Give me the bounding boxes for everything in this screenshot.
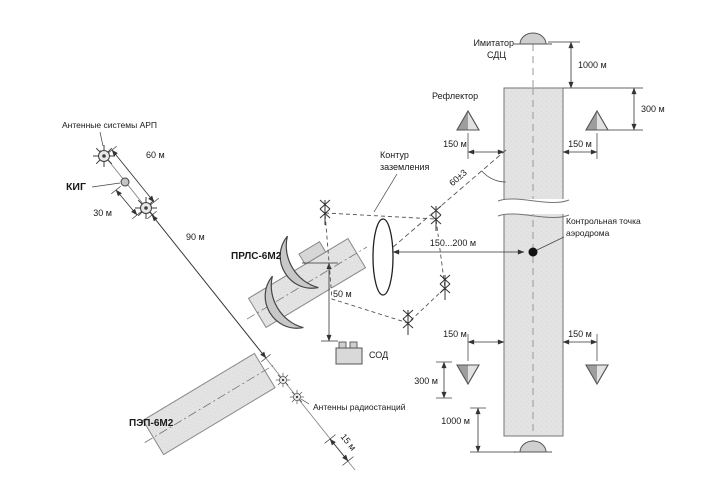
dim-30m: 30 м — [93, 185, 142, 220]
radio-antenna-icon-1 — [275, 372, 291, 388]
arp-leader-line — [99, 131, 104, 147]
grounding-label-line1: Контур — [380, 150, 409, 160]
dim-150m-top-right-label: 150 м — [568, 139, 592, 149]
mast-icon-1 — [319, 199, 331, 226]
control-point-label-line1: Контрольная точка — [566, 216, 641, 226]
imitator-label-line1: Имитатор — [473, 38, 514, 48]
dim-15m: 15 м — [324, 432, 358, 466]
reflector-label: Рефлектор — [432, 91, 478, 101]
mast-icon-4 — [402, 309, 414, 336]
dim-1000m-top-label: 1000 м — [578, 60, 607, 70]
arp-antenna-icon-2 — [134, 196, 158, 220]
prls-building — [246, 237, 368, 329]
dim-150m-bottom-right: 150 м — [562, 329, 598, 361]
airfield-control-point-dot — [528, 247, 538, 257]
dim-1000m-bottom: 1000 м — [441, 407, 516, 453]
dim-300m-bottom-label: 300 м — [414, 376, 438, 386]
radio-antennas-leader — [300, 398, 310, 405]
dim-150m-top-left: 150 м — [443, 133, 505, 159]
dim-90m: 90 м — [147, 210, 271, 363]
control-point-leader — [536, 236, 565, 251]
imitator-label-line2: СДЦ — [487, 50, 506, 60]
dim-1000m-bottom-label: 1000 м — [441, 416, 470, 426]
kig-label: КИГ — [66, 181, 86, 193]
sdc-imitator-top-icon — [514, 32, 552, 45]
mast-icon-3 — [439, 274, 451, 301]
prls-label: ПРЛС-6М2 — [231, 251, 282, 262]
sod-label: СОД — [369, 350, 388, 360]
dim-1000m-top: 1000 м — [548, 41, 643, 89]
dim-50m: 50 м — [302, 262, 358, 342]
sdc-imitator-bottom-icon — [514, 440, 552, 453]
radio-antennas-label: Антенны радиостанций — [313, 402, 406, 412]
control-point-label-line2: аэродрома — [566, 228, 610, 238]
reflector-icon-top-left — [456, 110, 480, 131]
pep-label: ПЭП-6М2 — [129, 418, 174, 429]
grounding-label-line2: заземления — [380, 162, 430, 172]
reflector-icon-bottom-left — [456, 364, 480, 385]
reflector-icon-top-right — [585, 110, 609, 131]
dim-15m-label: 15 м — [339, 432, 358, 453]
dim-50m-label: 50 м — [333, 289, 352, 299]
angle-60-label: 60±3 — [447, 167, 469, 188]
antenna-screen-ellipse — [372, 218, 394, 296]
dim-150-200m: 150...200 м — [392, 237, 525, 255]
dim-150m-bottom-left: 150 м — [443, 329, 505, 361]
dim-300m-bottom: 300 м — [414, 361, 452, 399]
dim-150m-bottom-left-label: 150 м — [443, 329, 467, 339]
dim-300m-top-label: 300 м — [641, 104, 665, 114]
arp-systems-label: Антенные системы АРП — [62, 120, 157, 130]
grounding-leader — [373, 173, 398, 213]
dim-150m-top-left-label: 150 м — [443, 139, 467, 149]
pep-building — [142, 352, 276, 456]
reflector-icon-bottom-right — [585, 364, 609, 385]
arp-antenna-icon-1 — [92, 144, 116, 168]
radio-antenna-icon-2 — [289, 389, 305, 405]
dim-90m-label: 90 м — [186, 232, 205, 242]
dim-150m-top-right: 150 м — [562, 133, 598, 159]
sod-unit — [335, 341, 363, 365]
dim-300m-top: 300 м — [606, 87, 665, 131]
runway-break — [497, 198, 570, 219]
dim-30m-label: 30 м — [93, 208, 112, 218]
dim-60m: 60 м — [107, 145, 165, 207]
dim-150-200m-label: 150...200 м — [430, 238, 476, 248]
kig-leader-line — [91, 182, 121, 188]
grounding-contour — [324, 212, 446, 324]
kig-device-icon — [120, 177, 130, 187]
dim-60m-label: 60 м — [146, 150, 165, 160]
dim-150m-bottom-right-label: 150 м — [568, 329, 592, 339]
